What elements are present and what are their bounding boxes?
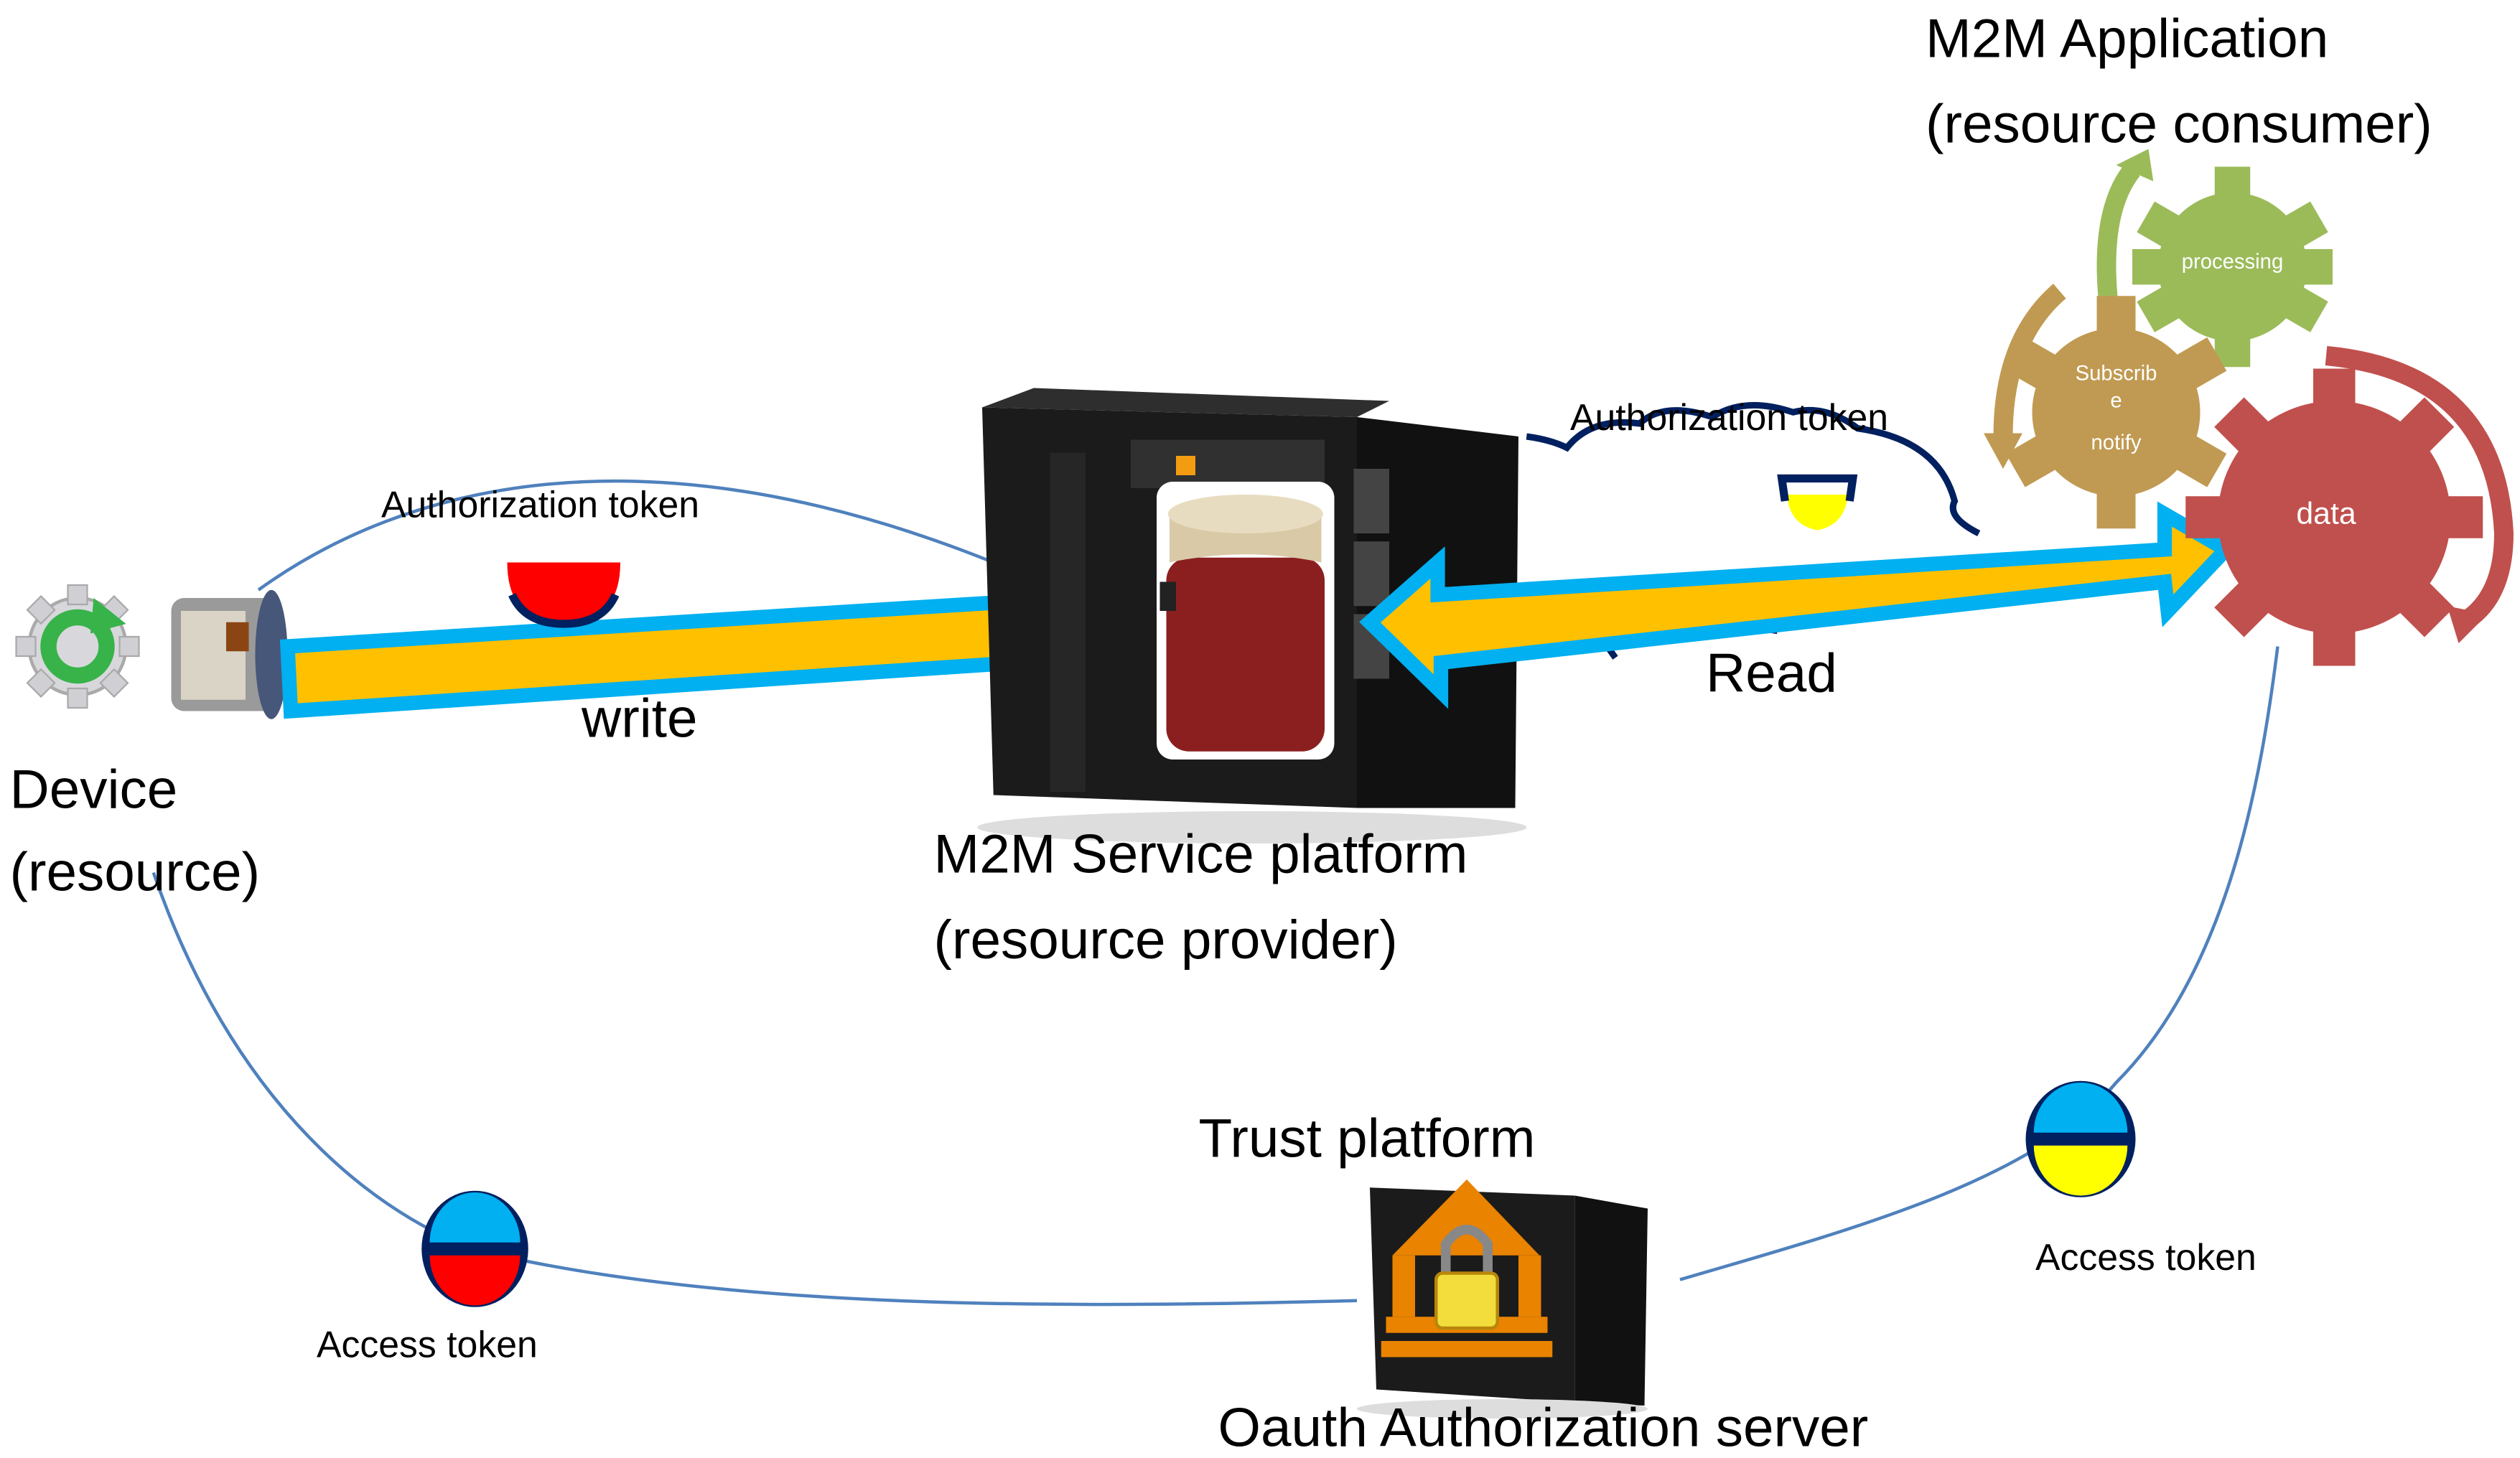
auth-token-cloud (1526, 401, 1981, 537)
lock-bank-icon (1381, 1179, 1553, 1357)
gear-label-data: data (2296, 497, 2356, 531)
gear-label-subscribe-1: Subscrib (2076, 362, 2157, 385)
auth-token-write-icon (507, 562, 620, 628)
gear-label-subscribe-2: e (2110, 390, 2122, 413)
service-platform-title: M2M Service platform (934, 824, 1468, 885)
access-token-device-icon (421, 1190, 528, 1307)
oauth-server-label: Oauth Authorization server (1218, 1397, 1869, 1454)
access-link-app-trust (1679, 646, 2279, 1281)
tan-arrowhead (1984, 433, 2022, 469)
processing-gear-icon (2132, 167, 2333, 368)
device-title: Device (10, 760, 178, 821)
green-arrowhead (2116, 149, 2154, 182)
access-link-device-trust (151, 871, 1358, 1307)
auth-token-left-label: Authorization token (381, 484, 699, 525)
red-cycle-arrow (2325, 346, 2514, 631)
trust-platform-title: Trust platform (1199, 1108, 1536, 1169)
service-platform-subtitle: (resource provider) (934, 910, 1398, 971)
gear-label-notify: notify (2091, 431, 2142, 454)
tan-cycle-arrow (1993, 284, 2066, 437)
read-label: Read (1706, 643, 1837, 704)
subscribe-notify-gear-icon (2005, 296, 2227, 529)
resource-barrel-icon (1157, 482, 1335, 760)
device-icon (15, 584, 288, 719)
auth-link-device-platform (257, 479, 1002, 592)
write-label: write (581, 688, 698, 749)
auth-token-right-label: Authorization token (1570, 396, 1888, 438)
green-cycle-arrow (2096, 164, 2140, 300)
access-token-right-label: Access token (2035, 1236, 2257, 1278)
access-token-app-icon (2025, 1080, 2136, 1197)
data-gear-icon (2185, 368, 2483, 666)
access-token-left-label: Access token (317, 1324, 538, 1365)
gear-label-processing: processing (2182, 251, 2283, 274)
application-title: M2M Application (1926, 8, 2328, 69)
device-subtitle: (resource) (10, 841, 261, 902)
application-subtitle: (resource consumer) (1926, 94, 2432, 155)
auth-token-read-icon (1777, 474, 1858, 531)
red-arrowhead (2447, 606, 2488, 643)
